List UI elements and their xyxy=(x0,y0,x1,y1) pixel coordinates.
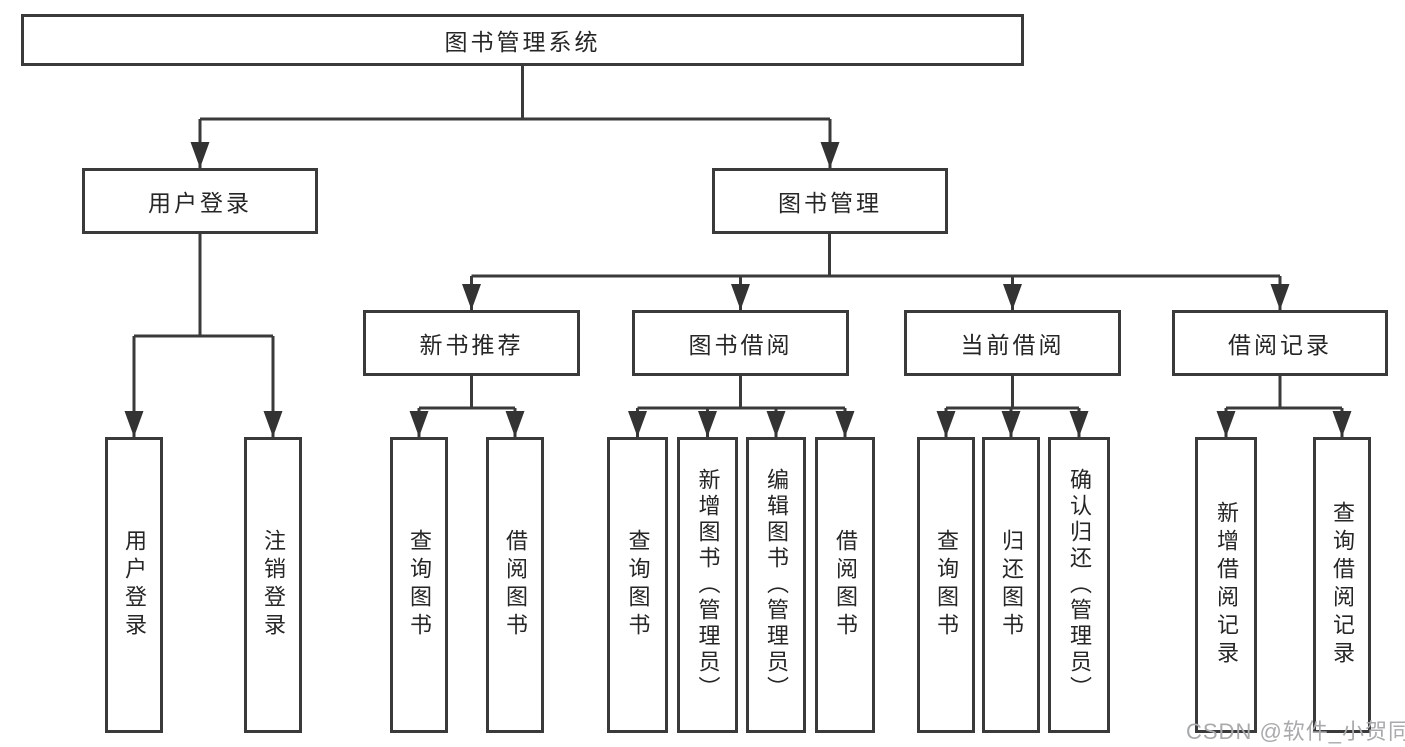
leaf-label: 查询图书 xyxy=(625,529,651,641)
leaf-query-books-recommend: 查询图书 xyxy=(390,437,448,733)
connector-user-login-group xyxy=(124,234,283,437)
leaf-edit-books-admin: 编辑图书（管理员） xyxy=(746,437,806,733)
connector-new-book-group xyxy=(409,376,525,437)
leaf-query-books-current: 查询图书 xyxy=(917,437,975,733)
leaf-borrow-books-recommend: 借阅图书 xyxy=(486,437,544,733)
node-library-system: 图书管理系统 xyxy=(21,14,1024,66)
node-book-management: 图书管理 xyxy=(712,168,948,234)
leaf-label: 归还图书 xyxy=(999,529,1024,641)
node-user-login: 用户登录 xyxy=(82,168,318,234)
node-book-borrow: 图书借阅 xyxy=(632,310,849,376)
leaf-label: 查询图书 xyxy=(934,529,959,641)
leaf-label: 用户登录 xyxy=(122,529,147,641)
leaf-query-borrow-record: 查询借阅记录 xyxy=(1313,437,1371,733)
leaf-confirm-return-admin: 确认归还（管理员） xyxy=(1048,437,1110,733)
leaf-return-books: 归还图书 xyxy=(982,437,1040,733)
leaf-label: 借阅图书 xyxy=(833,529,858,641)
node-new-book-recommend: 新书推荐 xyxy=(363,310,580,376)
leaf-label: 确认归还（管理员） xyxy=(1067,468,1092,702)
node-borrow-records: 借阅记录 xyxy=(1172,310,1388,376)
connector-book-borrow-group xyxy=(628,376,855,437)
connector-root-to-level2 xyxy=(190,64,840,168)
leaf-label: 查询图书 xyxy=(407,529,432,641)
leaf-label: 借阅图书 xyxy=(503,529,528,641)
leaf-label: 注销登录 xyxy=(261,529,286,641)
leaf-logout: 注销登录 xyxy=(244,437,302,733)
leaf-label: 编辑图书（管理员） xyxy=(764,468,789,702)
leaf-add-borrow-record: 新增借阅记录 xyxy=(1195,437,1257,733)
node-current-borrow: 当前借阅 xyxy=(904,310,1121,376)
connector-current-borrow-group xyxy=(936,376,1089,437)
leaf-add-books-admin: 新增图书（管理员） xyxy=(677,437,738,733)
connector-book-management-to-level3 xyxy=(462,234,1290,310)
leaf-label: 新增图书（管理员） xyxy=(695,468,721,702)
leaf-user-login: 用户登录 xyxy=(105,437,163,733)
connector-borrow-record-group xyxy=(1216,376,1352,437)
leaf-label: 新增借阅记录 xyxy=(1214,501,1239,669)
leaf-label: 查询借阅记录 xyxy=(1330,501,1355,669)
csdn-watermark: CSDN @软件_小贺同学 xyxy=(1186,719,1405,744)
leaf-query-books-borrow: 查询图书 xyxy=(607,437,668,733)
leaf-borrow-books: 借阅图书 xyxy=(815,437,875,733)
